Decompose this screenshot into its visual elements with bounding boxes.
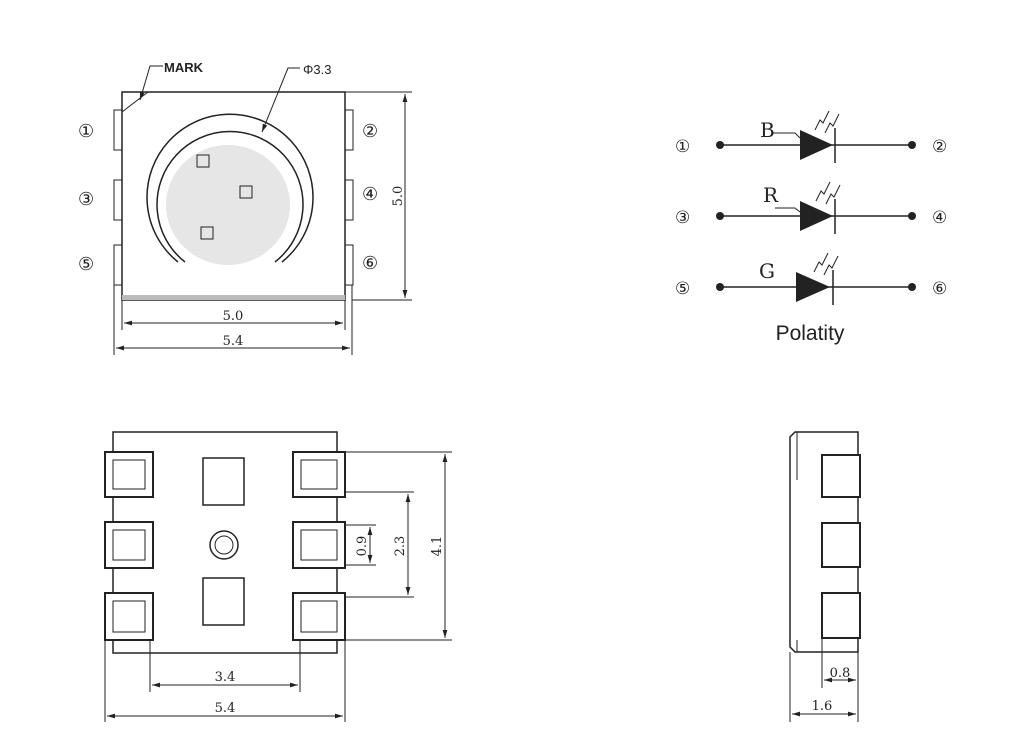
pin-3-label: ③ [78,189,94,210]
mark-leader [139,65,163,101]
height-dim-label: 5.0 [391,186,406,207]
top-view: MARK Φ3.3 ① ② ③ ④ ⑤ ⑥ 5.0 5.0 5.4 [78,60,412,355]
center-hole [209,530,239,560]
pin-5-label: ⑤ [675,279,690,299]
pad-depth-label: 0.8 [830,666,851,681]
led-row-blue: ① B ② [675,110,947,163]
body-width-label: 5.0 [223,309,244,324]
lens-leader [261,67,300,133]
polarity-schematic: ① B ② ③ R ④ ⑤ G ⑥ Polatity [675,110,947,345]
mark-chamfer [121,91,149,113]
thermal-pad-top [202,457,245,506]
side-pad [821,592,861,639]
pitch-label: 2.3 [393,536,408,557]
lens [166,145,290,265]
chip-1 [196,154,210,168]
led-color-label: B [760,118,775,142]
total-width-label: 5.4 [223,334,244,349]
chip-3 [200,226,214,240]
chip-2 [239,185,253,199]
led-row-red: ③ R ④ [675,181,947,234]
bottom-edge [122,295,345,300]
pin-5-label: ⑤ [78,254,94,275]
pin-4-label: ④ [932,208,947,228]
lens-inner-ring [156,130,304,263]
lens-outer-ring [146,113,314,263]
inner-width-label: 3.4 [215,670,236,685]
side-pad [821,522,861,568]
pin-6-label: ⑥ [362,253,378,274]
led-row-green: ⑤ G ⑥ [675,252,947,305]
bottom-view: 4.1 2.3 0.9 3.4 5.4 [104,431,452,722]
led-color-label: R [763,183,779,207]
thickness-label: 1.6 [812,699,833,714]
pin-1-label: ① [675,137,690,157]
mark-label: MARK [164,60,204,75]
pin-1-label: ① [78,121,94,142]
pad-span-label: 4.1 [430,536,445,557]
lens-diameter-label: Φ3.3 [303,62,331,77]
pin-4-label: ④ [362,184,378,205]
pin-2-label: ② [362,121,378,142]
total-width-label: 5.4 [215,701,236,716]
pad-height-label: 0.9 [355,536,370,557]
side-view: 0.8 1.6 [789,431,861,722]
schematic-title: Polatity [776,322,845,345]
pin-6-label: ⑥ [932,279,947,299]
side-pad [821,454,861,498]
led-color-label: G [759,259,775,283]
side-pads [113,109,354,286]
pin-2-label: ② [932,137,947,157]
thermal-pad-bottom [202,577,245,626]
solder-pads [104,451,346,641]
pin-3-label: ③ [675,208,690,228]
